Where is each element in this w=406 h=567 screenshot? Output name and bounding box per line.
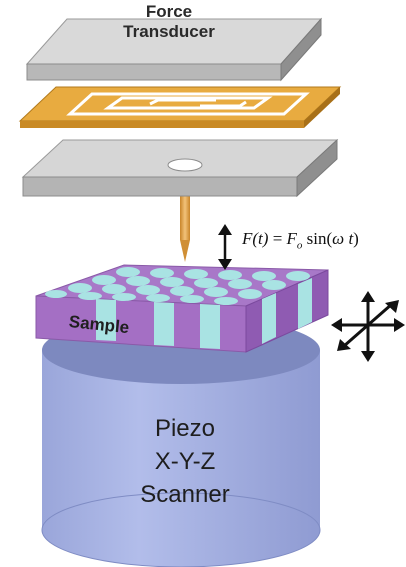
sample-pillar-strip (96, 299, 116, 341)
equation-lhs: F(t) (242, 229, 269, 248)
sample-pillar-strip (298, 278, 312, 329)
top-plate (25, 17, 323, 82)
xyz-move-arrows-icon (331, 291, 405, 362)
equation-equals: = (272, 229, 283, 248)
equation-function: sin( (306, 229, 333, 248)
bottom-plate (21, 138, 339, 198)
equation-amplitude-subscript: o (296, 239, 303, 252)
piezo-label: Piezo (154, 415, 216, 442)
sample-block (35, 264, 329, 353)
equation-time: t (348, 229, 354, 248)
equation-amplitude: F (286, 229, 297, 248)
probe-tip (180, 196, 190, 262)
equation-omega: ω (332, 229, 345, 248)
sample-dots (45, 267, 310, 305)
sample-pillar-strip (154, 302, 174, 346)
force-equation: F(t) = Fo sin(ω t) (242, 229, 359, 251)
xyz-label: X-Y-Z (154, 448, 216, 475)
spring-element (18, 86, 342, 128)
force-label: Force (145, 2, 193, 21)
sample-pillar-strip (262, 293, 276, 344)
plate-hole (167, 158, 203, 172)
double-vertical-arrow-icon (218, 224, 232, 270)
sample-pillar-strip (200, 304, 220, 349)
equation-close-paren: ) (353, 229, 359, 248)
transducer-label: Transducer (123, 22, 215, 41)
scanner-label: Scanner (140, 481, 230, 508)
